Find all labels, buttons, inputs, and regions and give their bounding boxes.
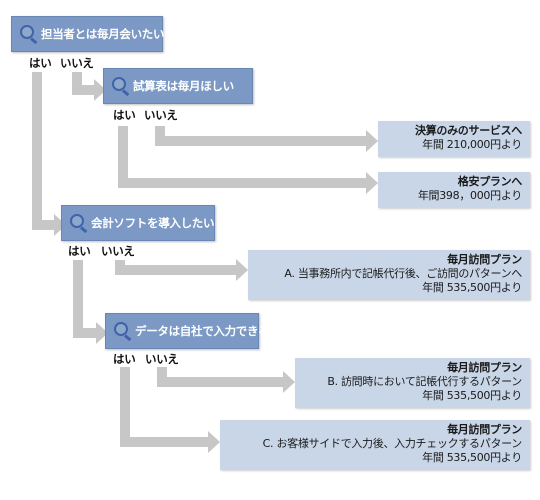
answer-no-q3: いいえ: [101, 244, 135, 258]
result-box-r3: 毎月訪問プラン A. 当事務所内で記帳代行後、ご訪問のパターンへ 年間 535,…: [248, 250, 530, 300]
result-desc-r5: C. お客様サイドで入力後、入力チェックするパターン: [262, 437, 523, 450]
arrow-head: [96, 322, 108, 344]
result-title-r5: 毎月訪問プラン: [447, 423, 522, 436]
result-price-r3: 年間 535,500円より: [422, 281, 522, 294]
magnifier-q-icon: [70, 214, 88, 234]
connector-q4-yes: [120, 367, 130, 447]
result-box-r2: 格安プランへ 年間398，000円より: [378, 172, 530, 208]
question-label-q4: データは自社で入力できる: [135, 324, 270, 338]
arrow-head: [94, 79, 106, 101]
result-desc-r4: B. 訪問時において記帳代行するパターン: [327, 375, 522, 388]
arrow-head: [283, 371, 295, 393]
result-price-r4: 年間 535,500円より: [422, 389, 522, 402]
result-price-r1: 年間 210,000円より: [422, 138, 522, 151]
result-title-r1: 決算のみのサービスへ: [415, 124, 522, 137]
answer-no-q2: いいえ: [144, 108, 178, 122]
connector-q2-yes: [118, 126, 128, 188]
answer-yes-q1: はい: [29, 56, 52, 70]
result-price-r5: 年間 535,500円より: [422, 451, 522, 464]
question-box-q1: 担当者とは毎月会いたい: [11, 16, 165, 52]
answer-yes-q4: はい: [113, 352, 136, 366]
question-label-q3: 会計ソフトを導入したい: [91, 216, 215, 230]
magnifier-q-icon: [112, 77, 130, 97]
result-box-r4: 毎月訪問プラン B. 訪問時において記帳代行するパターン 年間 535,500円…: [295, 358, 530, 408]
answer-yes-q3: はい: [68, 244, 91, 258]
magnifier-q-icon: [20, 25, 38, 45]
answer-yes-q2: はい: [113, 108, 136, 122]
result-box-r1: 決算のみのサービスへ 年間 210,000円より: [378, 121, 530, 157]
connector-q1-yes: [32, 72, 42, 230]
arrow-head: [208, 431, 220, 453]
question-label-q1: 担当者とは毎月会いたい: [41, 27, 165, 41]
answer-no-q4: いいえ: [145, 352, 179, 366]
result-box-r5: 毎月訪問プラン C. お客様サイドで入力後、入力チェックするパターン 年間 53…: [220, 420, 530, 470]
question-label-q2: 試算表は毎月ほしい: [133, 79, 234, 93]
result-title-r2: 格安プランへ: [457, 175, 523, 188]
answer-no-q1: いいえ: [60, 56, 94, 70]
question-box-q2: 試算表は毎月ほしい: [103, 68, 253, 104]
magnifier-q-icon: [114, 322, 132, 342]
arrow-head: [366, 130, 378, 152]
result-title-r3: 毎月訪問プラン: [447, 253, 522, 266]
result-title-r4: 毎月訪問プラン: [447, 361, 522, 374]
result-desc-r3: A. 当事務所内で記帳代行後、ご訪問のパターンへ: [284, 267, 522, 280]
connector-q3-yes: [73, 260, 83, 338]
result-price-r2: 年間398，000円より: [417, 189, 522, 202]
arrow-head: [54, 214, 66, 236]
question-box-q4: データは自社で入力できる: [105, 313, 269, 349]
arrow-head: [236, 259, 248, 281]
question-box-q3: 会計ソフトを導入したい: [61, 205, 215, 241]
connector-q1-no: [72, 72, 82, 95]
arrow-head: [366, 172, 378, 194]
